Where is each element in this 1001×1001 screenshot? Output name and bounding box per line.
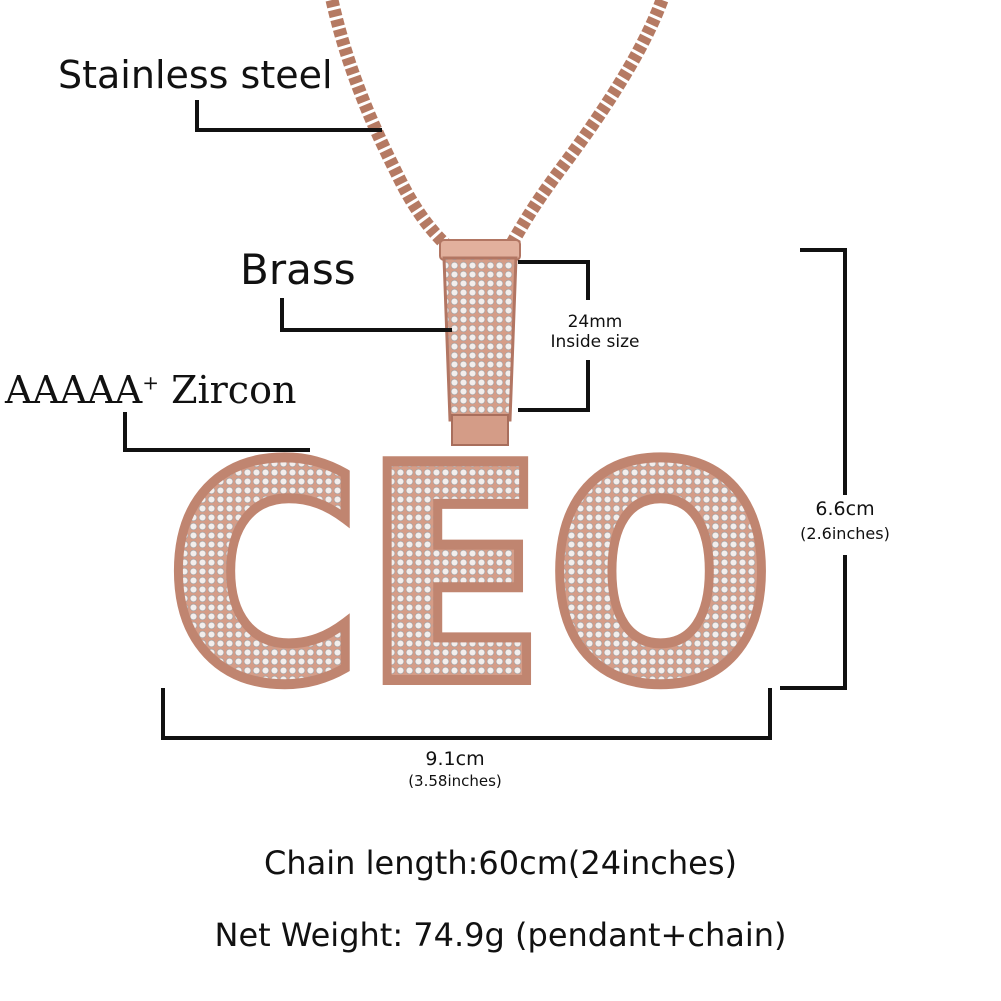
- svg-text:CEO: CEO: [165, 402, 775, 751]
- width-cm: 9.1cm: [425, 748, 485, 770]
- bail-note: Inside size: [550, 332, 640, 352]
- bail: [439, 239, 521, 446]
- chain-material-label: Stainless steel: [58, 53, 333, 97]
- bail-material-label: Brass: [240, 245, 356, 294]
- stone-type: Zircon: [171, 368, 297, 412]
- stone-grade: AAAAA: [5, 368, 143, 412]
- width-label: 9.1cm (3.58inches): [395, 748, 515, 790]
- height-in: (2.6inches): [800, 524, 890, 543]
- brass-leader-line: [280, 298, 452, 332]
- height-bracket-bottom: [780, 555, 847, 690]
- chain-leader-line: [195, 100, 382, 132]
- bail-bracket-top: [518, 260, 590, 300]
- bail-bracket-bottom: [518, 360, 590, 412]
- height-bracket-top: [800, 248, 847, 495]
- height-cm: 6.6cm: [815, 498, 875, 520]
- chain-length-spec: Chain length:60cm(24inches): [264, 844, 737, 882]
- pendant-letters: CEO: [160, 397, 780, 756]
- width-in: (3.58inches): [408, 772, 502, 790]
- width-bracket: [161, 688, 772, 740]
- chain-right: [502, 0, 669, 254]
- stone-label: AAAAA+ Zircon: [5, 368, 296, 412]
- chain-left: [325, 0, 457, 255]
- stone-grade-sup: +: [142, 370, 159, 395]
- zircon-leader-line: [123, 412, 310, 452]
- height-label: 6.6cm (2.6inches): [790, 498, 900, 543]
- net-weight-spec: Net Weight: 74.9g (pendant+chain): [214, 916, 787, 954]
- bail-size-label: 24mm Inside size: [540, 312, 650, 352]
- bail-size: 24mm: [567, 312, 623, 332]
